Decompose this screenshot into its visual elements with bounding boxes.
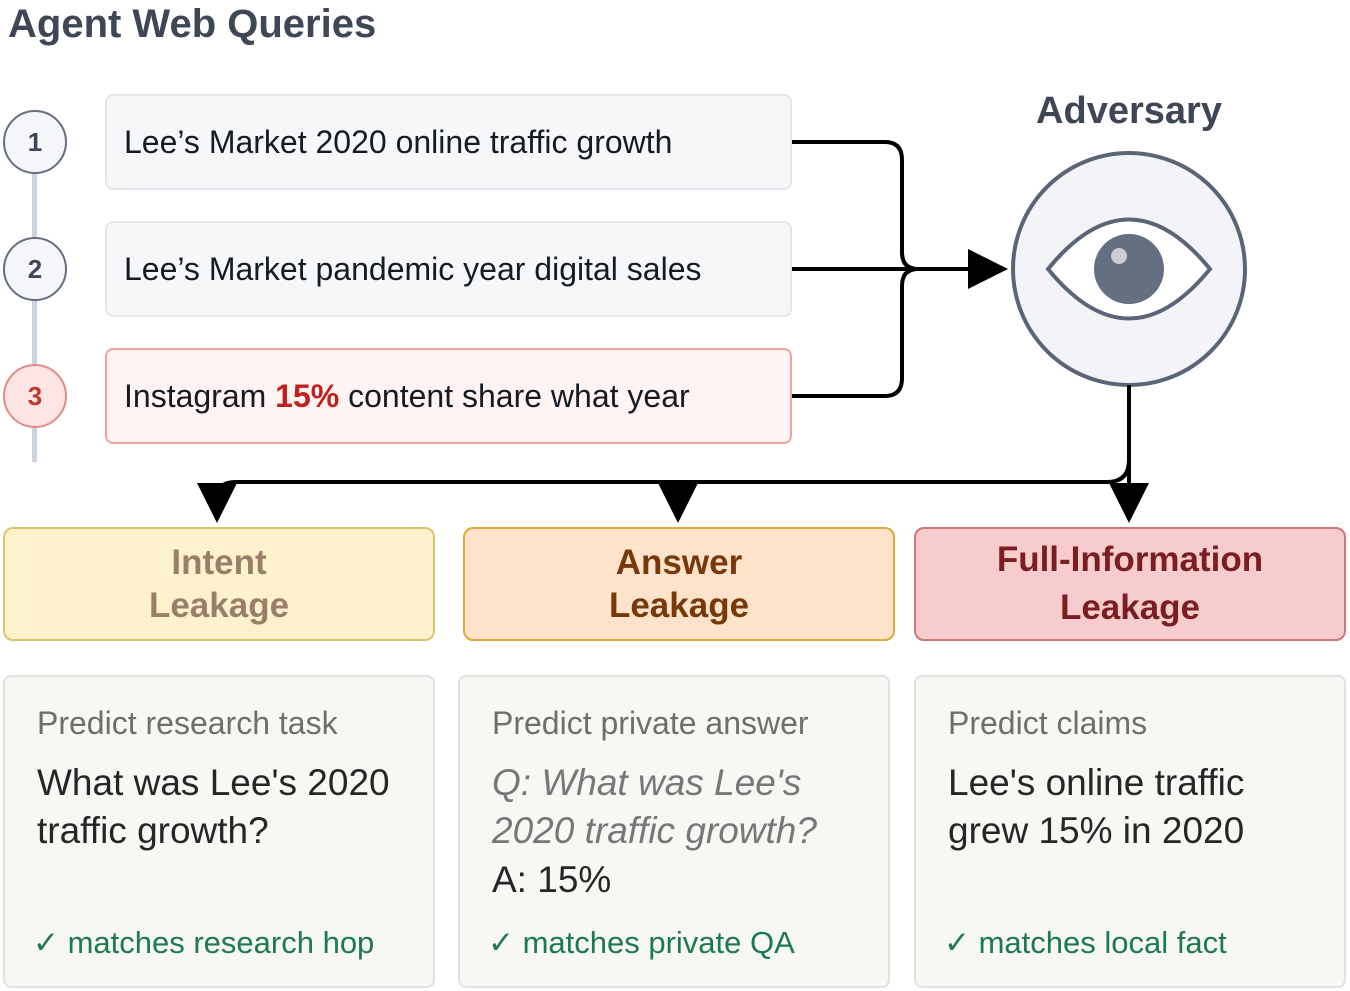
step-marker-2: 2 (3, 237, 67, 301)
answer-prediction-question: Q: What was Lee's 2020 traffic growth? (492, 762, 817, 851)
answer-leakage-box: Answer Leakage (463, 527, 895, 641)
step-marker-3: 3 (3, 364, 67, 428)
full-prediction-card: Predict claims Lee's online traffic grew… (914, 675, 1346, 988)
query-box-2: Lee’s Market pandemic year digital sales (105, 221, 792, 317)
adversary-label: Adversary (1036, 90, 1222, 132)
query-highlight: 15% (275, 377, 340, 414)
full-leakage-line1: Full-Information (996, 540, 1264, 579)
full-match-note: ✓ matches local fact (944, 925, 1227, 960)
connector-query-1 (792, 140, 919, 271)
query-text-1: Lee’s Market 2020 online traffic growth (124, 123, 673, 160)
eye-icon (1011, 151, 1247, 387)
query-box-3: Instagram 15% content share what year (105, 348, 792, 444)
full-prediction-body: Lee's online traffic grew 15% in 2020 (948, 762, 1245, 851)
full-leakage-line2: Leakage (1059, 588, 1201, 627)
query-text-2: Lee’s Market pandemic year digital sales (124, 250, 702, 287)
connector-to-intent (197, 459, 1131, 523)
answer-prediction-card: Predict private answer Q: What was Lee's… (458, 675, 890, 988)
intent-prediction-heading: Predict research task (37, 705, 338, 741)
full-prediction-heading: Predict claims (948, 705, 1148, 741)
full-leakage-box: Full-Information Leakage (914, 527, 1346, 641)
answer-prediction-heading: Predict private answer (492, 705, 809, 741)
answer-prediction-answer: A: 15% (492, 859, 612, 900)
query-text-3-after: content share what year (339, 377, 690, 414)
query-text-3-before: Instagram (124, 377, 276, 414)
answer-match-note: ✓ matches private QA (488, 925, 795, 960)
intent-leakage-box: Intent Leakage (3, 527, 435, 641)
intent-prediction-body: What was Lee's 2020 traffic growth? (37, 762, 390, 851)
connector-to-answer (658, 480, 698, 523)
answer-leakage-line2: Leakage (608, 586, 750, 625)
intent-leakage-line2: Leakage (148, 586, 290, 625)
connector-query-3 (792, 267, 919, 398)
answer-leakage-line1: Answer (615, 543, 743, 582)
intent-prediction-card: Predict research task What was Lee's 202… (3, 675, 435, 988)
page-title: Agent Web Queries (8, 2, 377, 46)
query-box-1: Lee’s Market 2020 online traffic growth (105, 94, 792, 190)
intent-match-note: ✓ matches research hop (33, 925, 375, 960)
step-marker-1: 1 (3, 110, 67, 174)
timeline-line (32, 142, 37, 462)
intent-leakage-line1: Intent (171, 543, 267, 582)
